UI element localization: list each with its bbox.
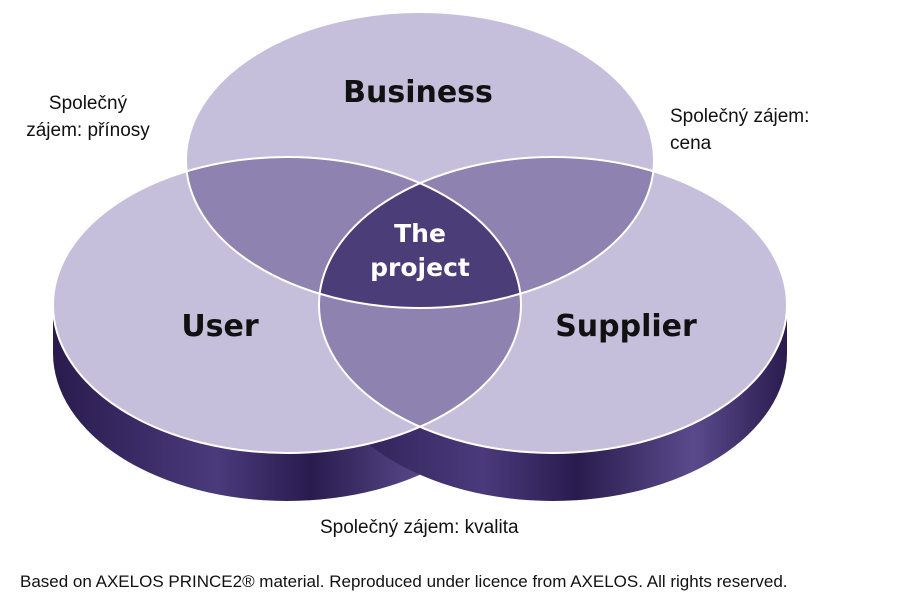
copyright-footer: Based on AXELOS PRINCE2® material. Repro… (20, 572, 788, 591)
circle-outlines (52, 11, 788, 454)
label-supplier: Supplier (555, 309, 697, 344)
note-common-interest-cost: Společný zájem: cena (670, 103, 870, 157)
note-benefits-line1: Společný (48, 93, 128, 114)
label-project-line2: project (370, 253, 470, 282)
note-benefits-line2: zájem: přínosy (26, 120, 150, 141)
label-business: Business (343, 75, 493, 110)
label-project-line1: The (394, 219, 446, 248)
note-cost-line1: Společný zájem: (670, 106, 810, 127)
note-common-interest-quality: Společný zájem: kvalita (320, 517, 519, 538)
overlap-center (319, 157, 521, 308)
label-user: User (181, 309, 259, 344)
note-common-interest-benefits: Společný zájem: přínosy (0, 90, 176, 144)
note-cost-line2: cena (670, 133, 712, 154)
